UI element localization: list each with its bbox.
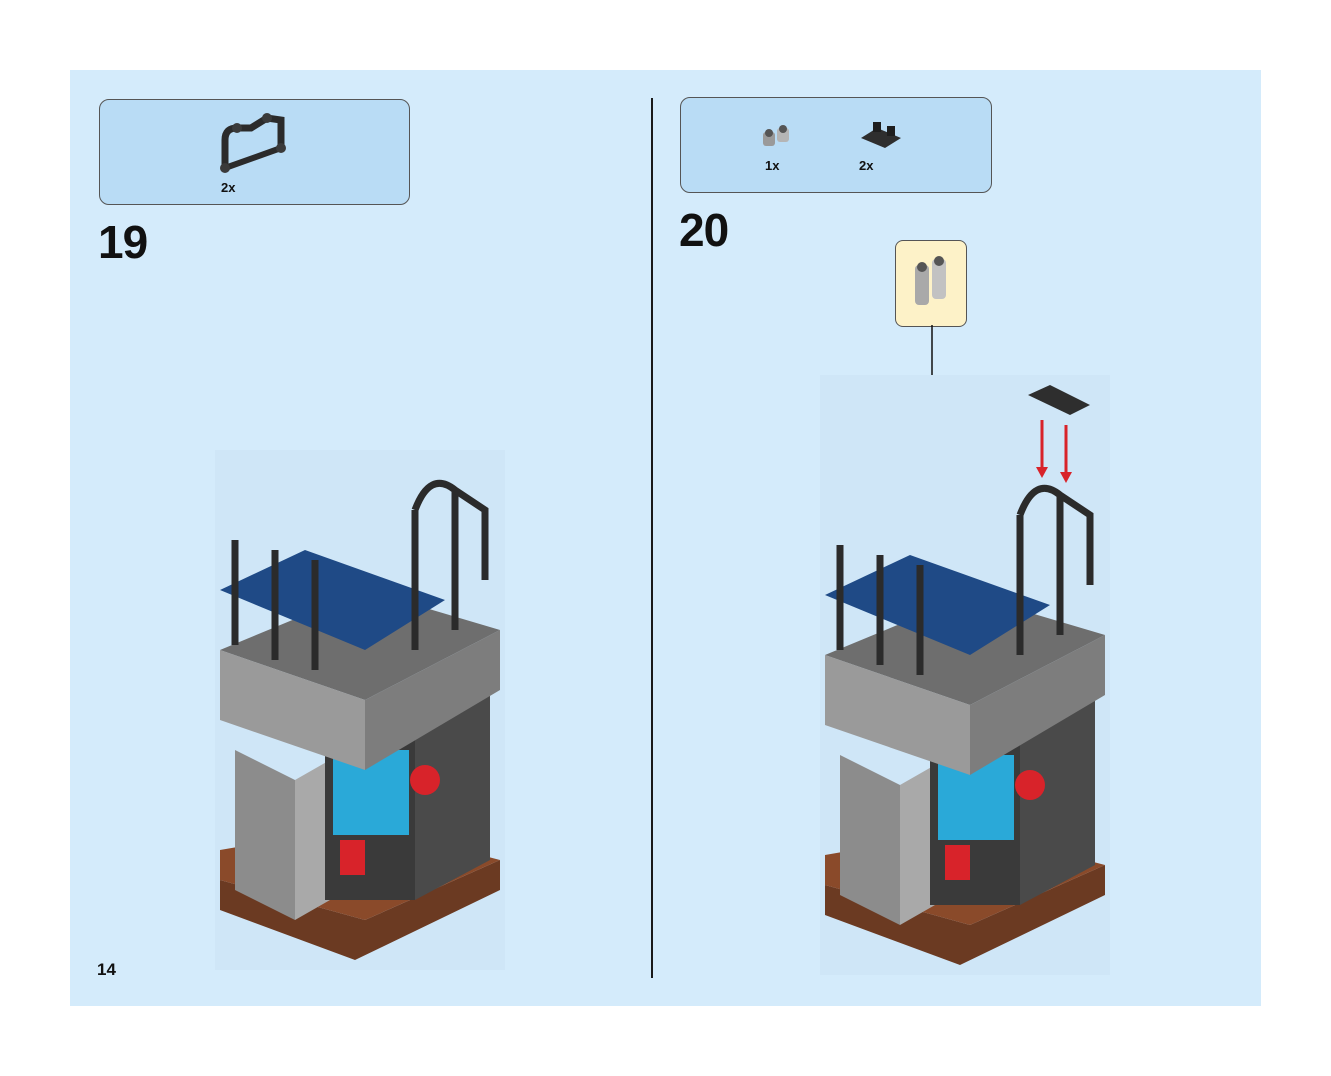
step-number-20: 20 [679,204,729,256]
grey-binocular-piece-part-icon [763,125,789,146]
step-number-19: 19 [98,216,148,268]
black-arch-bar-part-icon [220,113,286,173]
part-quantity: 2x [221,180,236,195]
grey-binocular-piece-icon [915,256,946,305]
tower-model-step-19 [215,450,505,970]
part-quantity: 1x [765,158,780,173]
step-divider [651,98,653,978]
parts-list-step-20: 1x 2x [680,97,992,193]
part-quantity: 2x [859,158,874,173]
page-number: 14 [97,960,116,979]
black-clip-plate-part-icon [861,122,901,148]
tower-model-step-20 [820,375,1110,975]
parts-list-step-19: 2x [99,99,410,205]
instruction-page: 2x 19 14 1x 2x 20 [70,70,1261,1006]
sub-part-callout [895,240,967,327]
